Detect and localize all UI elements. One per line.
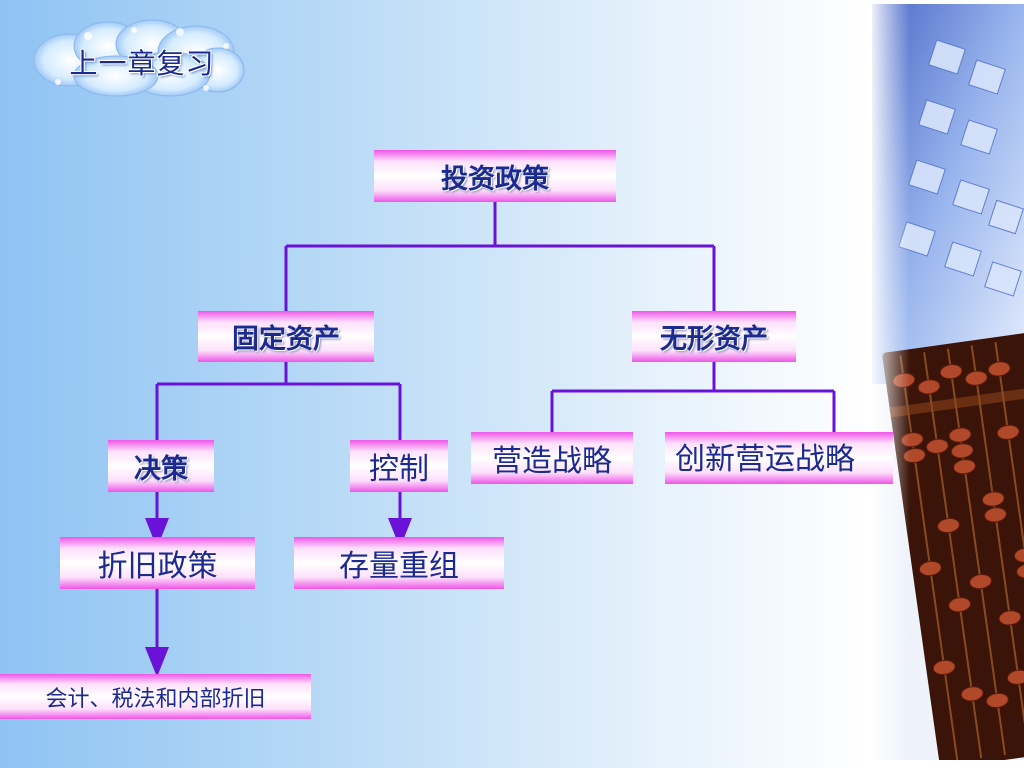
chapter-title-badge: 上一章复习 — [30, 18, 246, 98]
node-depreciation-policy: 折旧政策 — [60, 537, 255, 589]
node-innovation-strategy-label: 创新营运战略 — [675, 442, 855, 477]
cloud-shape — [33, 19, 245, 97]
abacus-keyboard-image — [872, 4, 1024, 760]
node-build-strategy: 营造战略 — [471, 432, 633, 484]
node-accounting-tax-depreciation: 会计、税法和内部折旧 — [0, 674, 311, 719]
node-fixed-assets: 固定资产 — [198, 311, 374, 362]
node-innovation-strategy: 创新营运战略 — [665, 432, 893, 484]
chapter-review-title: 上一章复习 — [69, 47, 215, 80]
node-stock-restructuring: 存量重组 — [294, 537, 504, 589]
node-control: 控制 — [350, 440, 448, 492]
node-intangible-assets: 无形资产 — [632, 311, 796, 362]
node-decision: 决策 — [108, 440, 214, 492]
node-investment-policy: 投资政策 — [374, 150, 616, 202]
